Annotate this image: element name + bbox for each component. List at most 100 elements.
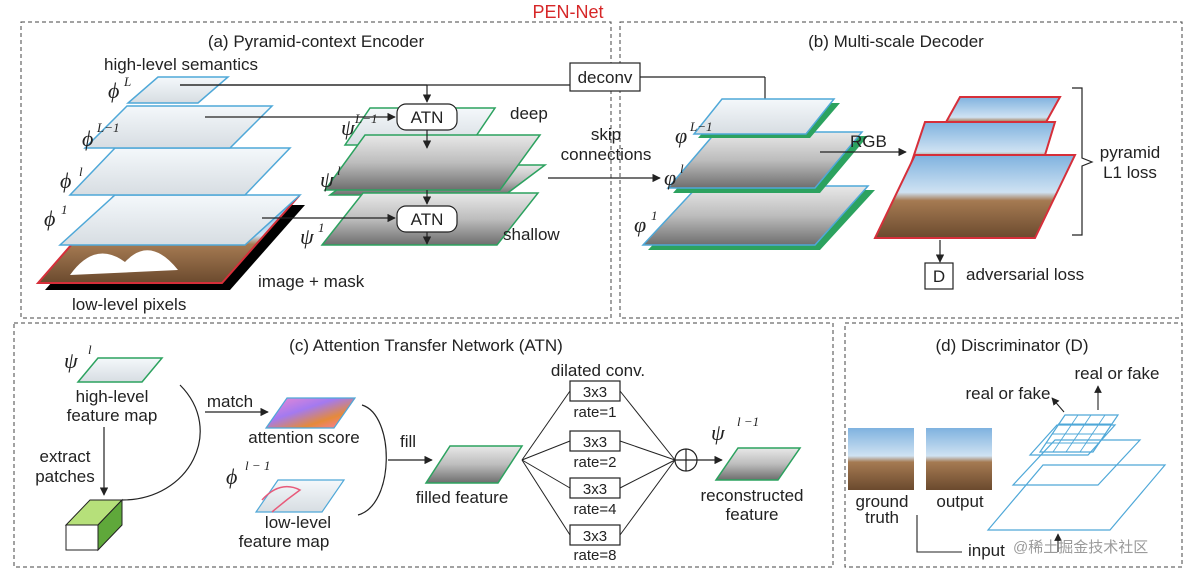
d-label: D xyxy=(933,267,945,286)
low-feature-map-label: feature map xyxy=(239,532,330,551)
panel-a-title: (a) Pyramid-context Encoder xyxy=(208,32,425,51)
phi-L-sup: L xyxy=(123,74,131,89)
image-mask-label: image + mask xyxy=(258,272,365,291)
encoder-pyramid xyxy=(35,76,305,290)
rate-label-4: rate=4 xyxy=(574,501,617,518)
output-image xyxy=(926,428,992,490)
psi-1-symbol: ψ xyxy=(300,224,314,249)
patches-label: patches xyxy=(35,467,95,486)
real-fake-arrow-1 xyxy=(1051,397,1065,413)
extract-label: extract xyxy=(39,447,90,466)
varphi-1-sup: 1 xyxy=(651,208,658,223)
real-or-fake-label-1: real or fake xyxy=(965,384,1050,403)
phi-L-layer xyxy=(125,76,231,104)
panel-d-title: (d) Discriminator (D) xyxy=(936,336,1089,355)
phi-1-symbol: ϕ xyxy=(44,206,55,231)
low-level-mask-outline xyxy=(261,485,302,513)
psi-Lm1-symbol: ψ xyxy=(341,115,355,140)
phi-l-layer xyxy=(68,147,292,196)
rgb-output-large xyxy=(873,154,1077,239)
patch-cube xyxy=(64,498,124,552)
kernel-label-8: 3x3 xyxy=(583,528,607,545)
panel-d-border xyxy=(844,322,1183,568)
rgb-label: RGB xyxy=(850,132,887,151)
phi-l-symbol: ϕ xyxy=(60,168,71,193)
decoder-layer-l xyxy=(666,131,864,189)
deconv-box xyxy=(569,62,641,92)
encoder-arrows xyxy=(180,76,770,245)
low-level-pixels-label: low-level pixels xyxy=(72,295,186,314)
phi-Lm1-symbol: ϕ xyxy=(82,126,93,151)
low-level-label: low-level xyxy=(265,513,331,532)
adversarial-loss-label: adversarial loss xyxy=(966,265,1084,284)
fill-label: fill xyxy=(400,432,416,451)
match-label: match xyxy=(207,392,253,411)
shallow-label: shallow xyxy=(503,225,560,244)
branch-lines xyxy=(521,390,676,536)
sum-node xyxy=(674,448,698,472)
phi-1-layer xyxy=(58,194,302,246)
high-level-semantics-label: high-level semantics xyxy=(104,55,258,74)
panel-b-border xyxy=(619,21,1183,319)
psi-Lm1-sup: L−1 xyxy=(354,111,378,126)
low-level-feature-map xyxy=(254,479,346,513)
deep-label: deep xyxy=(510,104,548,123)
varphi-l-symbol: φ xyxy=(664,165,676,190)
attention-score-map xyxy=(264,397,357,429)
filled-feature-map xyxy=(424,445,524,484)
pyramid-label: pyramid xyxy=(1100,143,1160,162)
varphi-1-symbol: φ xyxy=(634,212,646,237)
d-box xyxy=(924,262,954,290)
reconstructed-feature-map xyxy=(714,447,802,481)
watermark: @稀土掘金技术社区 xyxy=(1013,539,1148,556)
atn-phi-sup: l − 1 xyxy=(245,458,270,473)
atn-out-psi-symbol: ψ xyxy=(711,420,725,445)
feature-map-label: feature map xyxy=(67,406,158,425)
kernel-label-2: 3x3 xyxy=(583,434,607,451)
atn-box-deep: ATN xyxy=(396,103,458,131)
connections-label: connections xyxy=(561,145,652,164)
panel-b-title: (b) Multi-scale Decoder xyxy=(808,32,984,51)
atn-psi-symbol: ψ xyxy=(64,348,78,373)
reconstructed-feature-label: feature xyxy=(726,505,779,524)
ground-truth-image xyxy=(848,428,914,490)
reconstructed-label: reconstructed xyxy=(701,486,804,505)
rgb-outputs xyxy=(873,96,1077,239)
main-title: PEN-Net xyxy=(532,2,603,22)
l1-loss-label: L1 loss xyxy=(1103,163,1157,182)
input-label: input xyxy=(968,541,1005,560)
output-label: output xyxy=(936,492,984,511)
input-path xyxy=(916,515,962,553)
high-level-label: high-level xyxy=(76,387,149,406)
atn-out-psi-sup: l −1 xyxy=(737,414,759,429)
l1-loss-brace xyxy=(1072,87,1094,236)
rate-label-8: rate=8 xyxy=(574,547,617,564)
patch-curve xyxy=(121,384,201,501)
atn-box-shallow: ATN xyxy=(396,205,458,233)
phi-Lm1-sup: L−1 xyxy=(96,120,120,135)
discriminator-layers xyxy=(986,414,1167,531)
phi-1-sup: 1 xyxy=(61,202,68,217)
dilated-branches: 3x3 rate=1 3x3 rate=2 3x3 rate=4 3x3 rat… xyxy=(569,380,621,564)
truth-label: truth xyxy=(865,508,899,527)
psi-l-sup: l xyxy=(337,163,341,178)
mask-hole xyxy=(70,250,178,275)
attention-score-label: attention score xyxy=(248,428,360,447)
discriminator-grid xyxy=(1046,414,1112,453)
decoder-stack xyxy=(641,98,875,250)
panel-a-border xyxy=(20,21,612,319)
panel-c-title: (c) Attention Transfer Network (ATN) xyxy=(289,336,563,355)
filled-feature-label: filled feature xyxy=(416,488,509,507)
psi-l-layer xyxy=(323,134,542,191)
psi-l-symbol: ψ xyxy=(320,167,334,192)
phi-L-symbol: ϕ xyxy=(108,78,119,103)
atn-psi-l-map xyxy=(76,357,164,383)
varphi-Lm1-sup: L−1 xyxy=(689,119,713,134)
rate-label-1: rate=1 xyxy=(574,404,617,421)
decoder-layer-Lm1 xyxy=(692,98,836,135)
varphi-Lm1-symbol: φ xyxy=(675,123,687,148)
atn-phi-symbol: ϕ xyxy=(226,464,237,489)
deconv-label: deconv xyxy=(578,68,633,87)
atn-psi-sup: l xyxy=(88,342,92,357)
